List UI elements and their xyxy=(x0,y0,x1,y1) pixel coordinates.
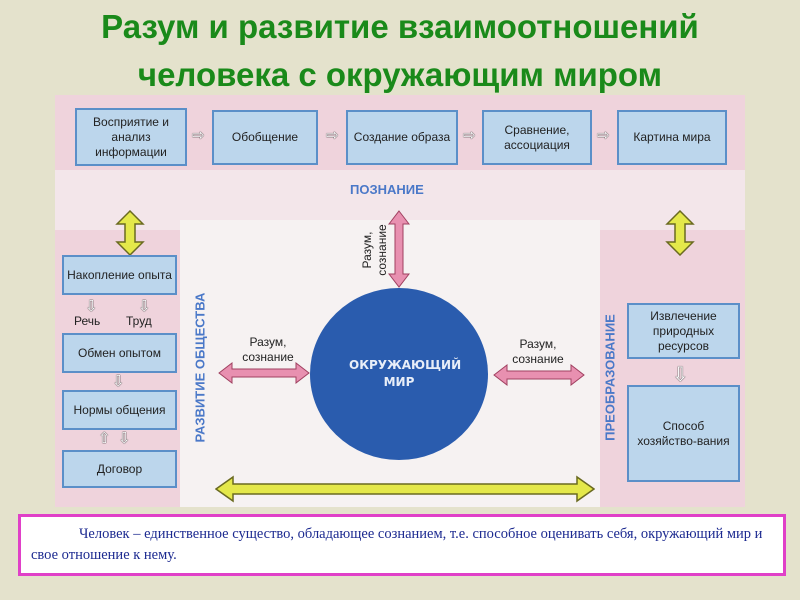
arrow-up-icon: ⇧ xyxy=(98,429,111,447)
title-line-1: Разум и развитие взаимоотношений xyxy=(101,8,699,45)
box-comparison: Сравнение, ассоциация xyxy=(482,110,592,165)
double-arrow-vertical-icon xyxy=(665,210,695,256)
double-arrow-vertical-icon xyxy=(115,210,145,256)
box-contract: Договор xyxy=(62,450,177,488)
title-line-2: человека с окружающим миром xyxy=(137,56,663,93)
arrow-label-right: Разум, сознание xyxy=(512,337,564,366)
double-arrow-horizontal-icon xyxy=(218,362,310,384)
box-economy-method: Способ хозяйство-вания xyxy=(627,385,740,482)
label-labor: Труд xyxy=(126,314,152,328)
section-transformation: ПРЕОБРАЗОВАНИЕ xyxy=(602,314,618,441)
arrow-down-icon: ⇩ xyxy=(85,297,98,315)
arrow-down-icon: ⇩ xyxy=(112,372,125,390)
box-world-picture: Картина мира xyxy=(617,110,727,165)
arrow-down-icon: ⇩ xyxy=(672,362,689,386)
box-image-creation: Создание образа xyxy=(346,110,458,165)
arrow-right-icon: ⇨ xyxy=(192,126,205,144)
box-resource-extraction: Извлечение природных ресурсов xyxy=(627,303,740,359)
arrow-down-icon: ⇩ xyxy=(138,297,151,315)
label-speech: Речь xyxy=(74,314,101,328)
arrow-right-icon: ⇨ xyxy=(326,126,339,144)
arrow-right-icon: ⇨ xyxy=(463,126,476,144)
arrow-right-icon: ⇨ xyxy=(597,126,610,144)
box-exchange: Обмен опытом xyxy=(62,333,177,373)
surrounding-world-circle: ОКРУЖАЮЩИЙ МИР xyxy=(310,288,488,460)
section-society: РАЗВИТИЕ ОБЩЕСТВА xyxy=(192,292,208,443)
arrow-down-icon: ⇩ xyxy=(118,429,131,447)
double-arrow-horizontal-icon xyxy=(493,364,585,386)
box-accumulation: Накопление опыта xyxy=(62,255,177,295)
box-generalization: Обобщение xyxy=(212,110,318,165)
arrow-label-top: Разум, сознание xyxy=(360,224,389,276)
circle-label: ОКРУЖАЮЩИЙ МИР xyxy=(349,358,462,389)
double-arrow-vertical-icon xyxy=(388,210,410,288)
box-norms: Нормы общения xyxy=(62,390,177,430)
note-text: Человек – единственное существо, обладаю… xyxy=(31,526,763,563)
definition-note: Человек – единственное существо, обладаю… xyxy=(18,514,786,576)
arrow-label-left: Разум, сознание xyxy=(242,335,294,364)
section-cognition: ПОЗНАНИЕ xyxy=(350,182,424,197)
double-arrow-horizontal-icon xyxy=(215,475,595,503)
box-perception: Восприятие и анализ информации xyxy=(75,108,187,166)
